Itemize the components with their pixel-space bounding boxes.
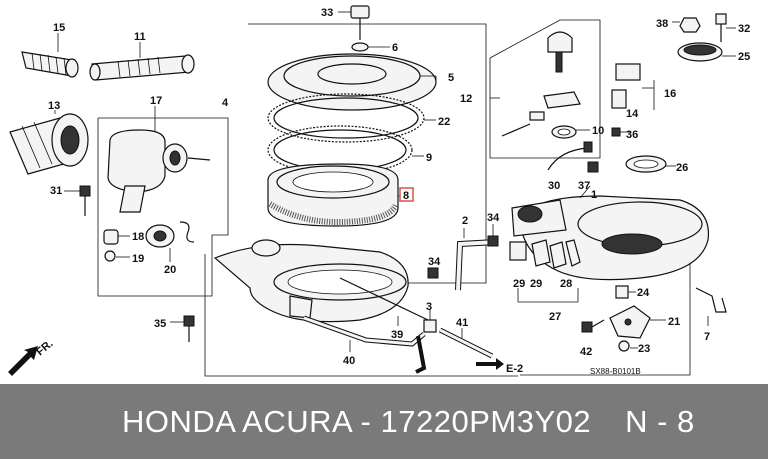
- label-41: 41: [456, 317, 468, 329]
- label-7: 7: [704, 331, 710, 343]
- intake-duct-11: [89, 42, 195, 81]
- nut-24: [615, 285, 636, 299]
- highlight-box: [399, 187, 414, 202]
- label-29-a: 29: [513, 278, 525, 290]
- label-37: 37: [578, 180, 590, 192]
- bolt-37: [587, 161, 599, 173]
- label-39: 39: [391, 329, 403, 341]
- label-42: 42: [580, 346, 592, 358]
- air-cleaner-housing-lower: [213, 239, 429, 323]
- e2-arrow-icon: [476, 358, 504, 370]
- screw-33: [338, 5, 370, 40]
- label-30: 30: [548, 180, 560, 192]
- front-arrow-icon: [8, 346, 38, 376]
- label-11: 11: [134, 31, 146, 43]
- bolt-42: [581, 319, 605, 333]
- air-cleaner-lid-5: [267, 53, 437, 111]
- label-21: 21: [668, 316, 680, 328]
- label-4: 4: [222, 97, 229, 109]
- air-cleaner-case-1: [511, 185, 710, 281]
- label-28: 28: [560, 278, 572, 290]
- bracket-30: [547, 141, 593, 171]
- tube-40: [303, 315, 426, 352]
- label-25: 25: [738, 51, 750, 63]
- label-22: 22: [438, 116, 450, 128]
- label-12: 12: [460, 93, 472, 105]
- label-32: 32: [738, 23, 750, 35]
- clip-34-left: [427, 267, 439, 279]
- label-15: 15: [53, 22, 65, 34]
- nut-38: [672, 17, 701, 33]
- fr-mark: FR.: [34, 338, 55, 359]
- drawing-code: SX88-B0101B: [590, 367, 641, 376]
- cap-25: [677, 42, 736, 62]
- label-1: 1: [591, 189, 597, 201]
- label-24: 24: [637, 287, 650, 299]
- label-2: 2: [462, 215, 468, 227]
- label-5: 5: [448, 72, 454, 84]
- label-31: 31: [50, 185, 62, 197]
- label-9: 9: [426, 152, 432, 164]
- label-8: 8: [403, 190, 409, 202]
- seal-ring-22: [267, 93, 436, 143]
- bolt-35: [170, 315, 195, 342]
- hose-2: [455, 228, 497, 291]
- bolt-31: [64, 185, 91, 216]
- grommet-18: [103, 229, 130, 245]
- part-position: N - 8: [625, 403, 695, 439]
- bracket-21: [609, 305, 666, 339]
- label-38: 38: [656, 18, 668, 30]
- label-33: 33: [321, 7, 333, 19]
- frame-air-cleaner-bottom: [204, 254, 518, 377]
- label-34-left: 34: [428, 256, 441, 268]
- footer-bar: HONDA ACURA - 17220PM3Y02 N - 8: [0, 384, 768, 459]
- label-17: 17: [150, 95, 162, 107]
- label-18: 18: [132, 231, 144, 243]
- bolt-23: [618, 340, 638, 352]
- sensor-16: [611, 63, 655, 110]
- label-23: 23: [638, 343, 650, 355]
- part-title: HONDA ACURA - 17220PM3Y02: [122, 403, 592, 439]
- label-6: 6: [392, 42, 398, 54]
- label-35: 35: [154, 318, 166, 330]
- label-27: 27: [549, 311, 561, 323]
- label-26: 26: [676, 162, 688, 174]
- frame-air-cleaner-top: [248, 23, 487, 284]
- frame-valve-group: [489, 19, 601, 159]
- label-36: 36: [626, 129, 638, 141]
- e2-mark: E-2: [506, 363, 523, 375]
- label-3: 3: [426, 301, 432, 313]
- tube-41: [438, 327, 494, 359]
- air-filter-element-8: [267, 163, 402, 227]
- seal-26: [625, 155, 676, 173]
- label-40: 40: [343, 355, 355, 367]
- label-13: 13: [48, 100, 60, 112]
- hose-39: [397, 316, 427, 374]
- band-20: [145, 221, 195, 262]
- label-16: 16: [664, 88, 676, 100]
- filter-set-27: [509, 239, 581, 303]
- valve-32: [715, 13, 736, 42]
- bolt-19: [104, 250, 130, 262]
- washer-6: [351, 42, 390, 52]
- valve-group-12: [490, 31, 581, 137]
- frame-air-inlet: [97, 117, 229, 297]
- intake-duct-15: [21, 33, 79, 78]
- label-20: 20: [164, 264, 176, 276]
- label-29-b: 29: [530, 278, 542, 290]
- label-34-right: 34: [487, 212, 500, 224]
- bracket-7: [695, 287, 727, 326]
- frame-case-group: [520, 258, 691, 376]
- label-10: 10: [592, 125, 604, 137]
- parts-diagram: 15 11 13 17 31 18 19 20 4 33 6 5 22 9 8 …: [8, 5, 751, 377]
- resonator-chamber-17: [107, 106, 211, 213]
- label-19: 19: [132, 253, 144, 265]
- resonator-pipe-13: [9, 110, 89, 175]
- bolt-36: [611, 127, 630, 137]
- clip-34-right: [487, 224, 499, 247]
- fitting-3: [423, 310, 437, 333]
- washer-10: [551, 125, 590, 139]
- label-14: 14: [626, 108, 639, 120]
